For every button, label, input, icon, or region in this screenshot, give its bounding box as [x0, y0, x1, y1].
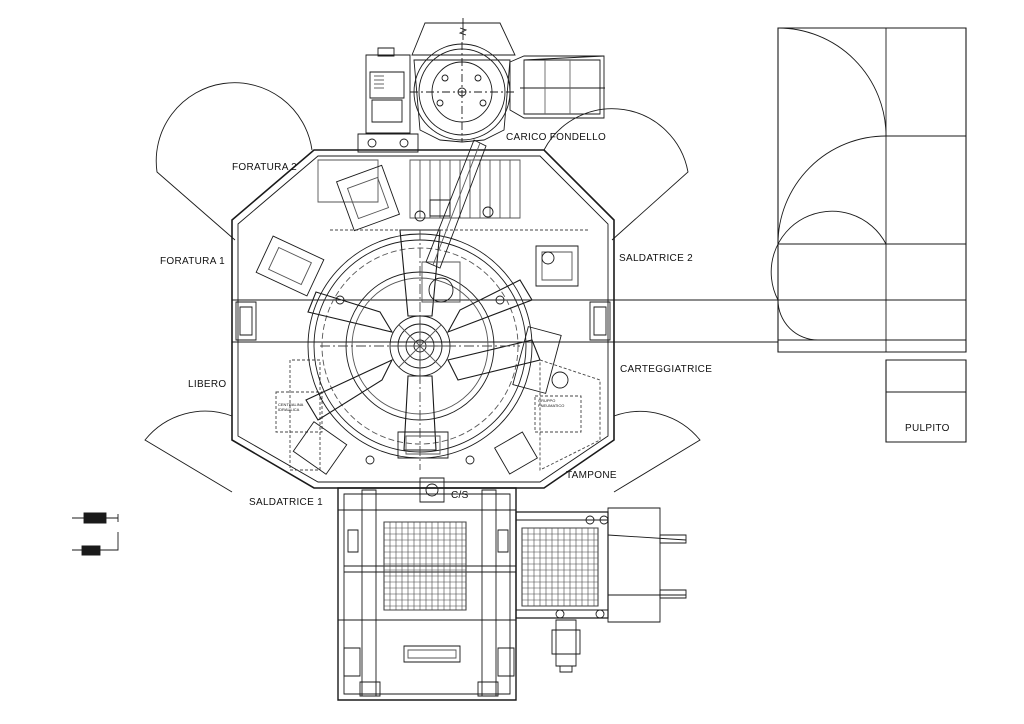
label-saldatrice-2: SALDATRICE 2: [619, 253, 693, 264]
octagonal-cell: [232, 150, 614, 488]
label-foratura-1: FORATURA 1: [160, 256, 226, 267]
right-enclosure: [614, 28, 966, 352]
pulpito-box: [886, 360, 966, 442]
label-tampone: TAMPONE: [566, 470, 617, 481]
storage-module-right: [516, 508, 686, 672]
storage-module: [338, 478, 516, 700]
label-libero: LIBERO: [188, 379, 227, 390]
rotary-table: [256, 140, 578, 474]
label-saldatrice-1: SALDATRICE 1: [249, 497, 323, 508]
label-foratura-2: FORATURA 2: [232, 162, 298, 173]
label-carico-fondello: CARICO FONDELLO: [506, 132, 607, 143]
cable-symbols: [72, 513, 118, 555]
storage-grid-left: [384, 522, 466, 610]
carico-fondello-unit: [358, 18, 605, 152]
label-pulpito: PULPITO: [905, 423, 950, 434]
storage-grid-right: [522, 528, 598, 606]
door-swings: [145, 83, 700, 492]
label-centralina-idraulica: CENTRALINA IDRAULICA: [278, 402, 304, 412]
label-carteggiatrice: CARTEGGIATRICE: [620, 364, 713, 375]
label-cs: C/S: [451, 490, 469, 501]
label-gruppo-pneumatico: GRUPPO PNEUMATICO: [538, 398, 565, 408]
